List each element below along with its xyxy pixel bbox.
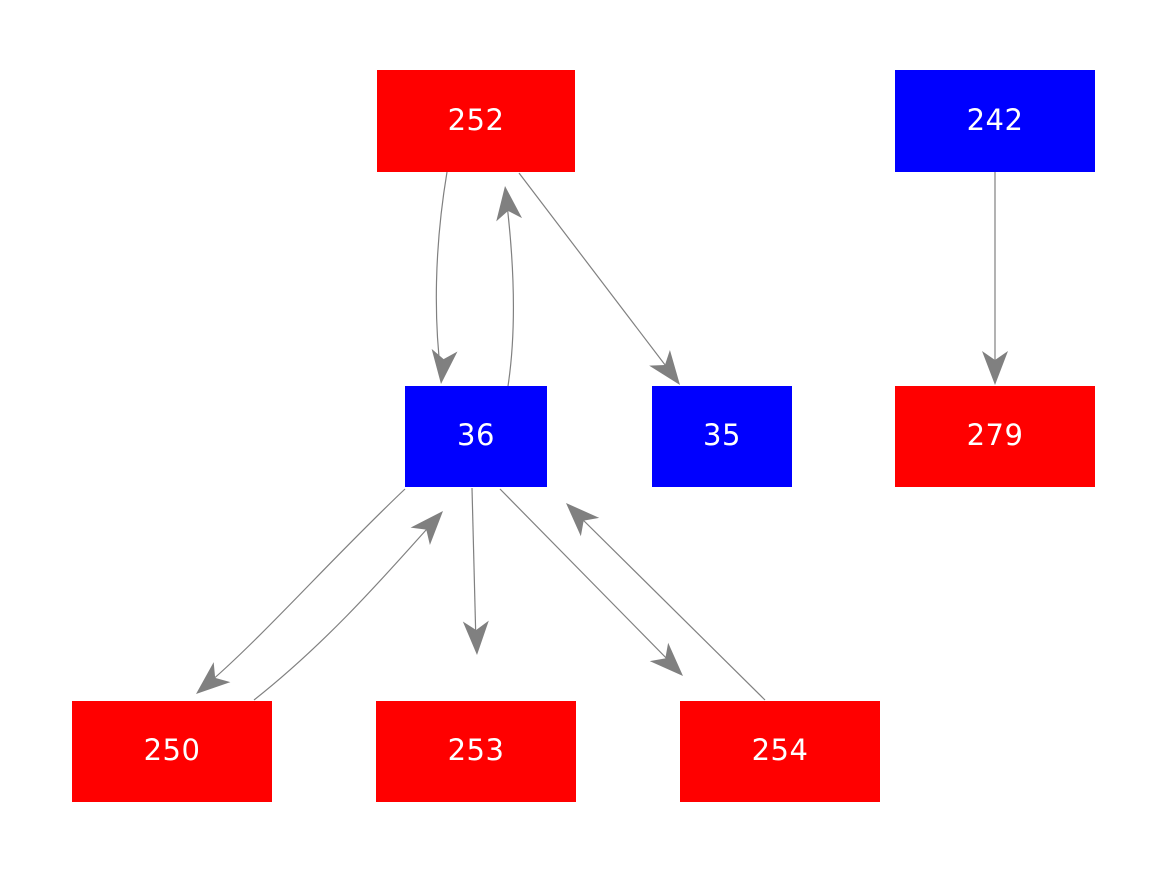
node-label: 252 (447, 102, 505, 137)
edge-line (253, 519, 436, 701)
node-label: 279 (966, 418, 1024, 452)
graph-node-250[interactable]: 250 (72, 701, 272, 802)
graph-node-252[interactable]: 252 (377, 70, 575, 172)
edge-line (435, 171, 448, 376)
edge-line (202, 488, 406, 689)
graph-edge-254-to-36 (566, 503, 766, 701)
edge-arrowhead (982, 351, 1008, 385)
graph-edge-250-to-36 (253, 511, 443, 701)
graph-edge-36-to-254 (499, 488, 683, 676)
graph-node-36[interactable]: 36 (405, 386, 547, 487)
node-label: 36 (457, 418, 495, 452)
edge-line (471, 487, 477, 646)
edge-arrowhead (649, 350, 680, 385)
graph-edge-36-to-250 (196, 488, 406, 694)
edge-line (574, 511, 766, 701)
graph-node-254[interactable]: 254 (680, 701, 880, 802)
edge-arrowhead (462, 620, 489, 655)
node-label: 253 (447, 733, 505, 767)
node-label: 254 (751, 733, 809, 767)
node-label: 35 (703, 418, 741, 452)
graph-node-242[interactable]: 242 (895, 70, 1095, 172)
edge-line (505, 195, 514, 387)
node-label: 250 (143, 733, 201, 767)
edge-arrowhead (196, 662, 231, 694)
edge-line (499, 488, 677, 669)
edge-arrowhead (566, 503, 600, 537)
graph-edge-252-to-36 (431, 171, 458, 384)
node-label: 242 (966, 102, 1024, 137)
graph-edge-36-to-252 (496, 186, 523, 387)
edge-arrowhead (431, 348, 458, 384)
graph-node-35[interactable]: 35 (652, 386, 792, 487)
edge-arrowhead (410, 511, 443, 545)
graph-node-253[interactable]: 253 (376, 701, 576, 802)
edge-arrowhead (496, 186, 523, 222)
edge-line (518, 172, 676, 379)
graph-edge-242-to-279 (982, 172, 1008, 385)
graph-edge-36-to-253 (462, 487, 489, 655)
graph-edge-252-to-35 (518, 172, 680, 385)
graph-node-279[interactable]: 279 (895, 386, 1095, 487)
edge-arrowhead (649, 642, 683, 676)
